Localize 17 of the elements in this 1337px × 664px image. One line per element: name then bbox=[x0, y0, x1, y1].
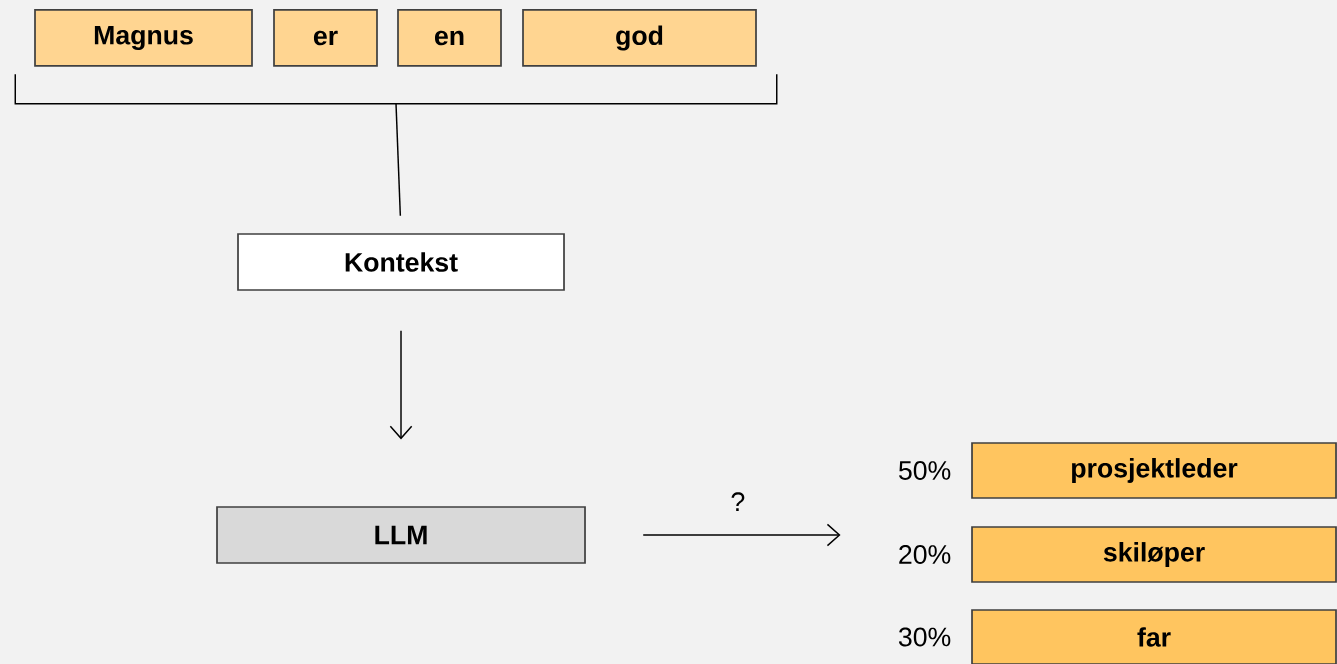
bracket bbox=[14, 73, 778, 105]
model-box: LLM bbox=[216, 506, 586, 564]
percentage-label: 30% bbox=[898, 627, 951, 647]
arrow bbox=[642, 523, 841, 547]
word-box: en bbox=[397, 9, 502, 67]
word-box: Magnus bbox=[34, 9, 253, 67]
context-box: Kontekst bbox=[237, 233, 565, 291]
output-box: far bbox=[971, 609, 1337, 664]
output-box: skiløper bbox=[971, 526, 1337, 583]
word-box: god bbox=[522, 9, 757, 67]
percentage-label: 50% bbox=[898, 461, 951, 480]
percentage-label: 20% bbox=[899, 545, 951, 564]
arrow bbox=[389, 330, 413, 440]
edge-label: ? bbox=[731, 492, 745, 511]
word-box: er bbox=[273, 9, 378, 67]
connector-line bbox=[395, 103, 402, 217]
output-box: prosjektleder bbox=[971, 442, 1337, 499]
